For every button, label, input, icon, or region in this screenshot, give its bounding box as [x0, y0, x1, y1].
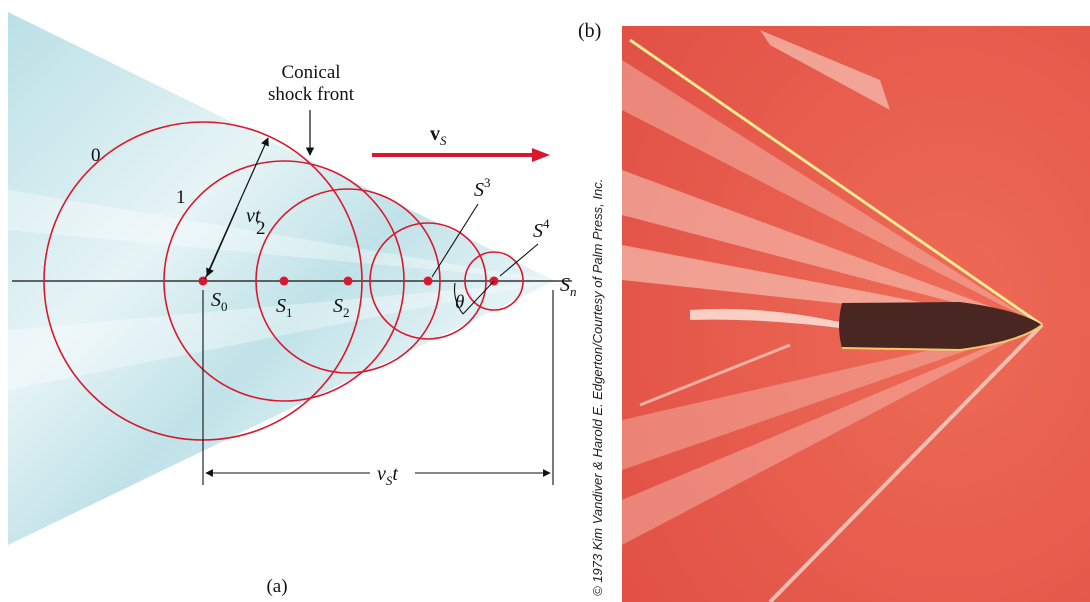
- source-label-sn: Sn: [560, 274, 577, 299]
- upper-streak: [760, 30, 890, 110]
- wavefront-number-2: 2: [256, 218, 266, 239]
- theta-ray: [462, 280, 495, 315]
- bullet-edge-glow: [841, 324, 1043, 352]
- angle-label: θ: [455, 292, 464, 313]
- velocity-label: vS: [430, 123, 447, 148]
- source-label-s1: S1: [276, 295, 293, 320]
- smoke-trail: [690, 308, 840, 328]
- velocity-arrowhead: [532, 148, 550, 162]
- wavefront-number-0: 0: [91, 145, 101, 166]
- wavefront-number-1: 1: [176, 187, 186, 208]
- source-label-s2: S2: [333, 295, 350, 320]
- panel-a: Conical shock front vS 0 1 2 vt S0 S1 S2…: [8, 12, 577, 597]
- wavefront-circle-4: [464, 251, 524, 311]
- panel-b-photo: [622, 26, 1090, 602]
- distance-label: vSt: [377, 463, 398, 488]
- cone-streak: [8, 190, 555, 281]
- photo-credit: © 1973 Kim Vandiver & Harold E. Edgerton…: [590, 178, 605, 596]
- s4-pointer: [499, 243, 539, 277]
- shock-line-upper-glow: [629, 39, 1043, 326]
- theta-arc: [453, 282, 464, 315]
- source-label-s0: S0: [211, 289, 228, 314]
- shock-line-lower2: [639, 343, 791, 407]
- wavefront-circle-2: [255, 188, 441, 374]
- source-dot-s2: [343, 276, 353, 286]
- wavefront-circle-3: [369, 222, 487, 340]
- panel-b-label: (b): [578, 20, 602, 42]
- source-label-s3: S3: [474, 175, 491, 201]
- wake-streak: [622, 325, 1040, 545]
- s3-pointer: [431, 203, 479, 278]
- radius-label: vt: [246, 205, 261, 227]
- cone-label-line2: shock front: [268, 84, 355, 105]
- source-dot-s1: [279, 276, 289, 286]
- cone-streak: [8, 281, 555, 390]
- shock-line-lower: [768, 323, 1044, 602]
- radius-arrow-back: [206, 207, 238, 277]
- source-dot-s3: [423, 276, 433, 286]
- wake-streak: [622, 325, 1040, 470]
- wavefront-circle-1: [163, 160, 405, 402]
- wake-streak: [622, 60, 1040, 325]
- bullet: [839, 302, 1042, 350]
- wake-streak: [622, 170, 1040, 325]
- panel-a-caption: (a): [266, 576, 287, 597]
- cone-label-line1: Conical: [281, 62, 340, 83]
- source-label-s4: S4: [533, 216, 550, 242]
